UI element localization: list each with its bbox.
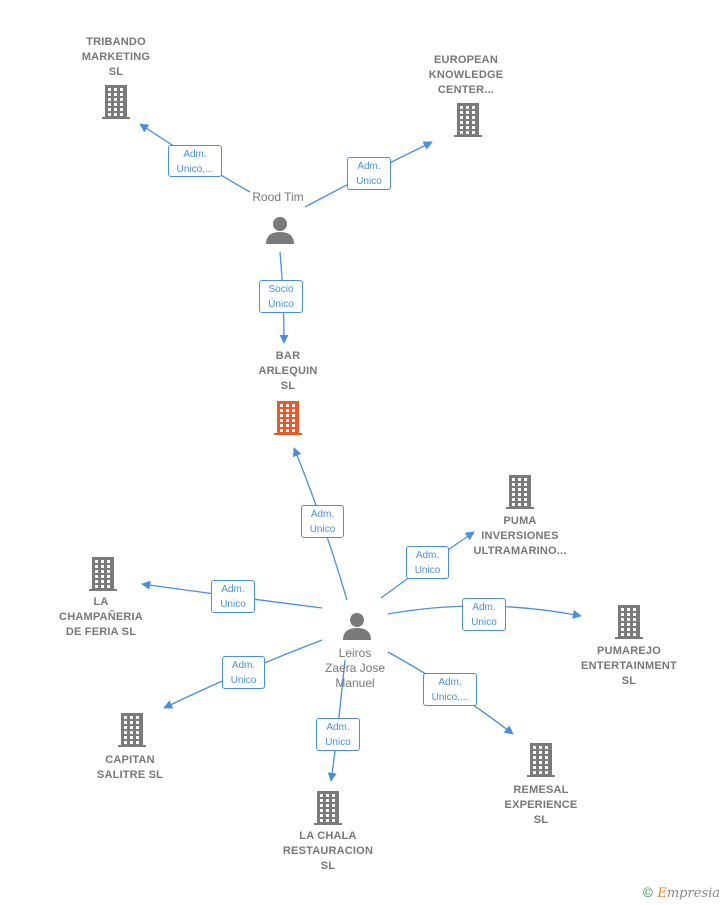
edge-label-rood-european[interactable]: Adm.Unico: [347, 157, 391, 190]
building-icon-puma[interactable]: [506, 475, 534, 509]
building-icon-lachala[interactable]: [314, 791, 342, 825]
building-icon-bar[interactable]: [274, 401, 302, 435]
person-icon-rood[interactable]: [266, 217, 294, 244]
icons-layer: [89, 85, 643, 825]
building-icon-remesal[interactable]: [527, 743, 555, 777]
building-icon-tribando[interactable]: [102, 85, 130, 119]
node-label-rood[interactable]: Rood Tim: [252, 190, 304, 204]
empresia-watermark[interactable]: ©Empresia: [641, 886, 720, 901]
building-icon-european[interactable]: [454, 103, 482, 137]
edge-label-leiros-pumarejo[interactable]: Adm.Unico: [462, 598, 506, 631]
edge-label-leiros-capitan[interactable]: Adm.Unico: [222, 656, 265, 689]
edge-label-leiros-bar[interactable]: Adm.Unico: [301, 505, 344, 538]
building-icon-capitan[interactable]: [118, 713, 146, 747]
building-icon-pumarejo[interactable]: [615, 605, 643, 639]
edge-label-leiros-lachala[interactable]: Adm.Unico: [316, 718, 360, 751]
edge-label-rood-tribando[interactable]: Adm.Unico,...: [168, 145, 222, 177]
edge-label-leiros-remesal[interactable]: Adm.Unico,...: [423, 673, 477, 706]
copyright-symbol: ©: [641, 886, 655, 901]
brand-initial: E: [657, 886, 667, 901]
edge-label-leiros-puma[interactable]: Adm.Unico: [406, 546, 449, 579]
building-icon-champaneria[interactable]: [89, 557, 117, 591]
person-icon-leiros[interactable]: [343, 613, 371, 640]
edge-label-leiros-champaneria[interactable]: Adm.Unico: [211, 580, 255, 613]
brand-rest: mpresia: [666, 886, 720, 901]
brand-name: Empresia: [657, 886, 720, 901]
